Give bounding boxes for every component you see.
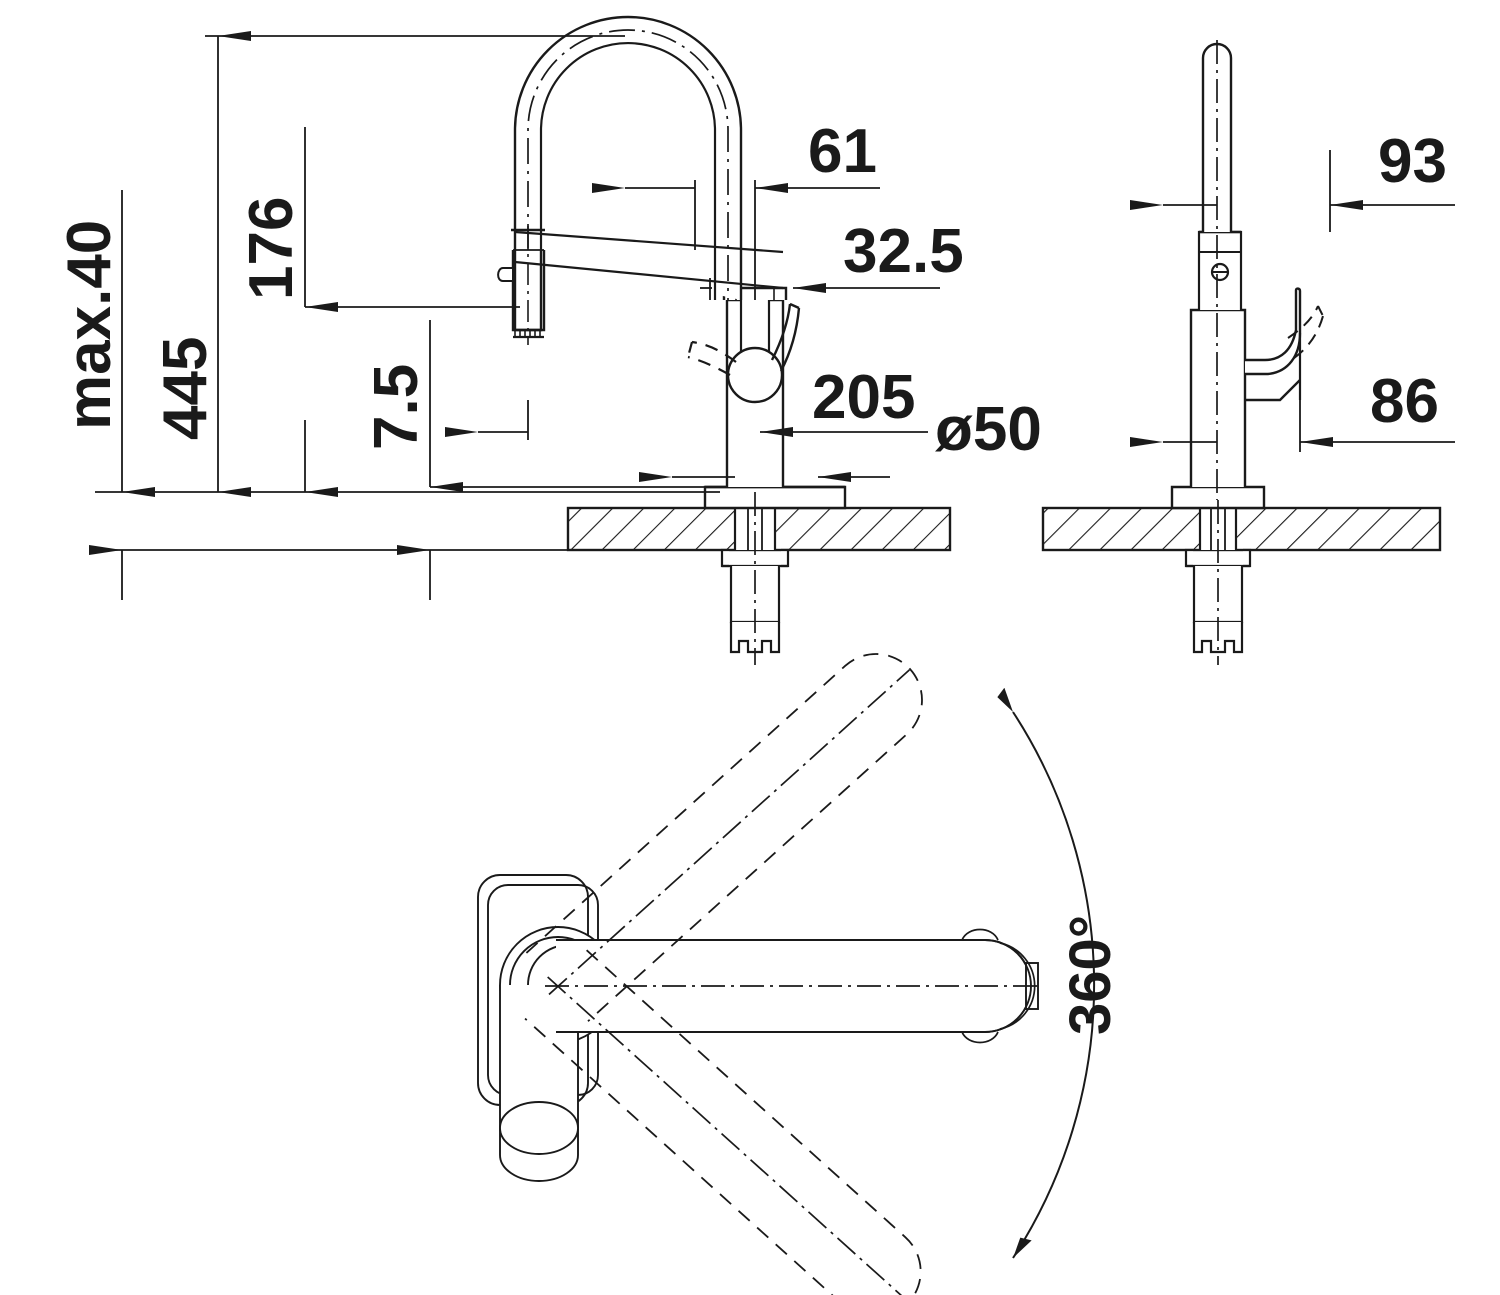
mounting-shank-side	[1184, 500, 1252, 665]
plan-handle-cylinder	[499, 985, 579, 1182]
plan-spout-home	[545, 928, 1040, 1044]
label-swivel-angle: 360°	[1058, 915, 1123, 1035]
label-hole-diameter: ø50	[935, 395, 1042, 464]
side-view-dimensions	[1130, 150, 1455, 452]
label-side-handle-depth: 86	[1370, 367, 1439, 436]
spout-tube-side	[1201, 40, 1233, 500]
dimension-93	[1130, 150, 1455, 232]
label-spout-height: 176	[237, 197, 306, 300]
label-spout-head-offset: 61	[808, 117, 877, 186]
front-view-dimensions	[89, 31, 940, 600]
dimension-205	[445, 400, 928, 440]
front-elevation-view	[497, 15, 952, 665]
mounting-shank-front	[720, 492, 790, 665]
label-handle-offset: 32.5	[843, 217, 964, 286]
dimension-labels: max.40 445 176 7.5 61 32.5 205 ø50 93 86…	[55, 117, 1447, 1035]
faucet-base-plate-front	[703, 485, 847, 510]
dimension-61	[592, 180, 880, 300]
spout-head-front	[497, 226, 546, 345]
counter-top-section-side	[1041, 506, 1442, 552]
label-total-height: 445	[151, 337, 220, 440]
label-side-depth-top: 93	[1378, 127, 1447, 196]
swivel-arm-front	[514, 230, 784, 290]
counter-top-section-front	[566, 506, 952, 552]
faucet-column-side	[1189, 230, 1247, 487]
faucet-handle-front	[686, 300, 801, 404]
gooseneck-arc-front	[513, 15, 743, 300]
dimension-32-5	[700, 278, 940, 300]
label-max-counter-thickness: max.40	[55, 220, 124, 430]
plan-spout-rotated-up	[525, 653, 923, 1022]
dimension-86	[1130, 400, 1455, 452]
faucet-handle-side	[1245, 287, 1324, 402]
plan-spout-rotated-down	[524, 949, 922, 1295]
label-spout-reach: 205	[812, 363, 915, 432]
label-base-plate-height: 7.5	[362, 364, 431, 450]
plan-swivel-view	[477, 653, 1096, 1295]
side-elevation-view	[1041, 40, 1442, 665]
swivel-range-arc	[997, 687, 1096, 1259]
